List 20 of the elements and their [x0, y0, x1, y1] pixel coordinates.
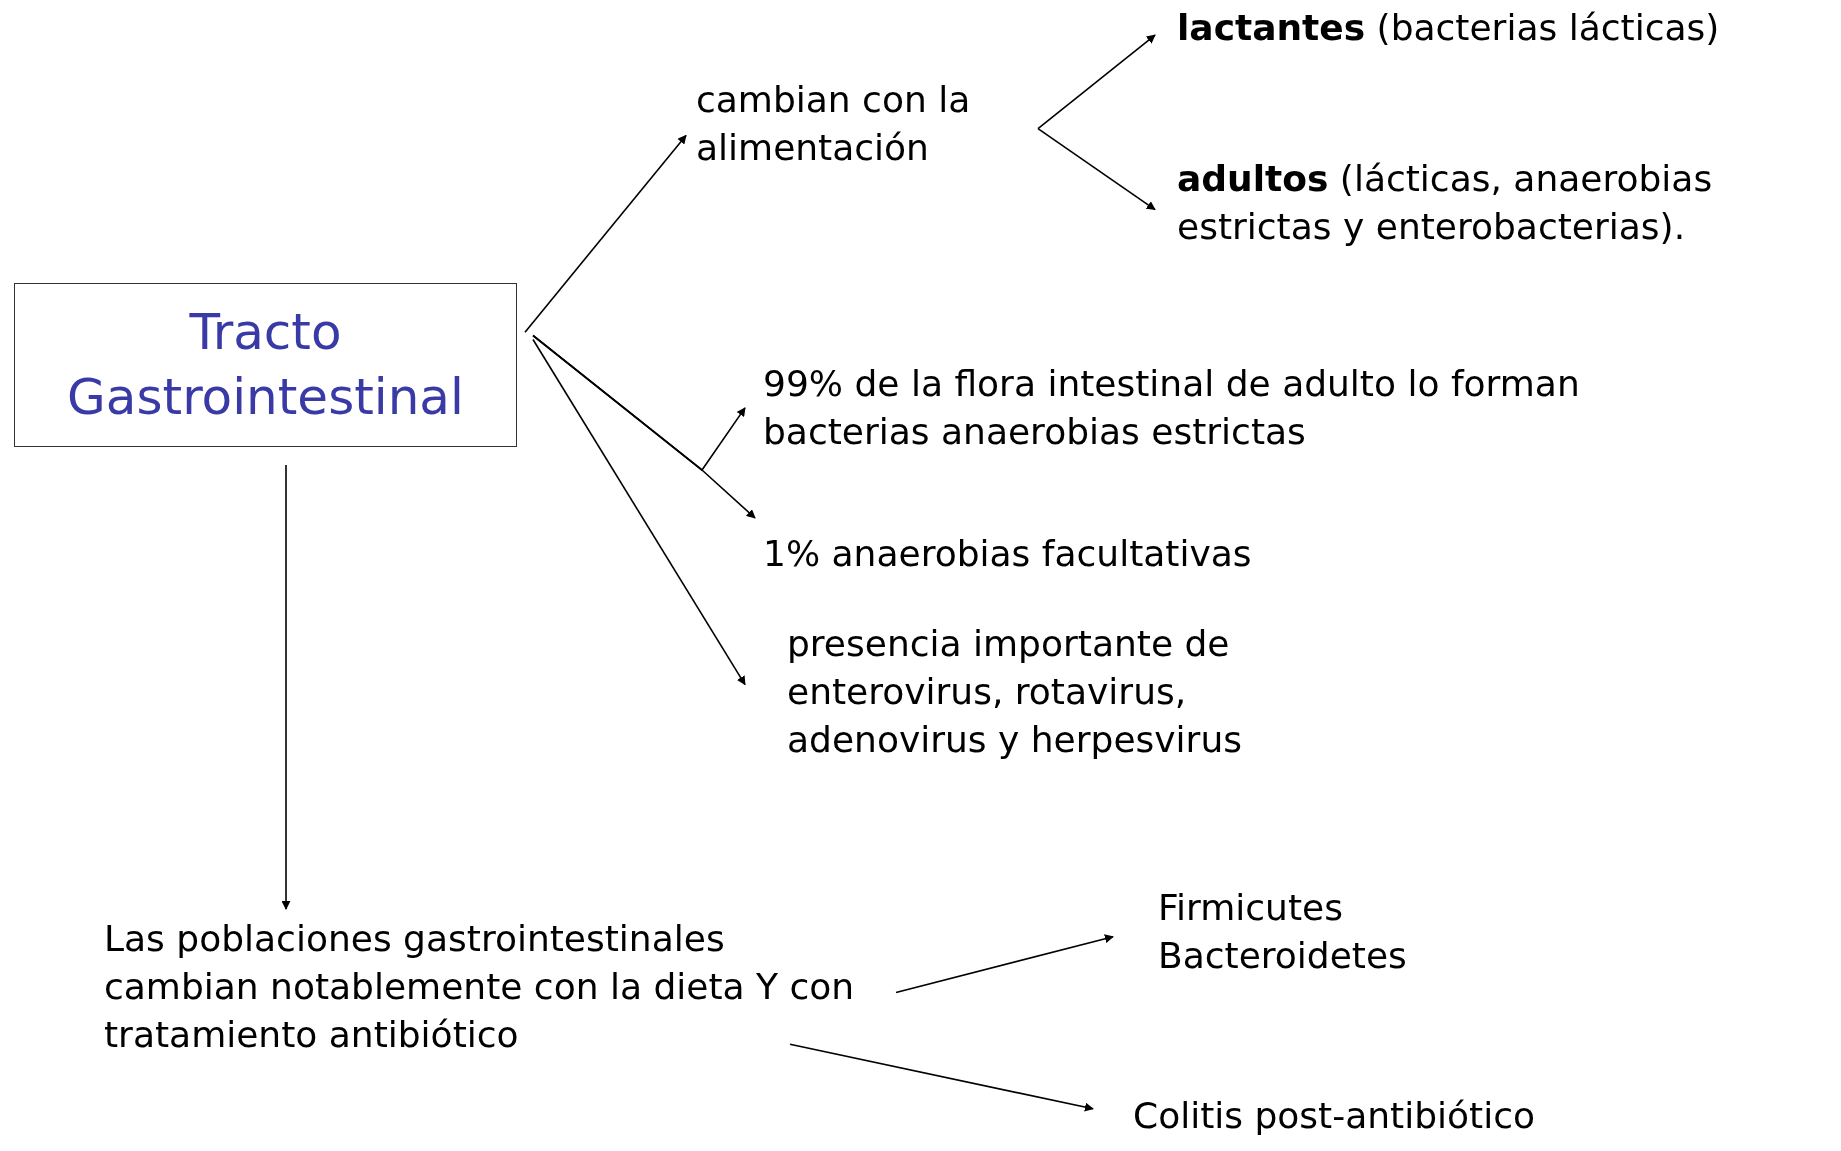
concept-text: Colitis post-antibiótico: [1133, 1094, 1537, 1138]
arrow: [532, 334, 756, 519]
concept-text: 99% de la flora intestinal de adulto lo forman bacterias anaerobias estrictas: [763, 362, 1581, 454]
concept-text: lactantes (bacterias lácticas): [1177, 6, 1721, 50]
arrow: [789, 1043, 1094, 1112]
topic-box: [14, 283, 517, 447]
concept-text: presencia importante de enterovirus, rotavirus, adenovirus y herpesvirus: [787, 622, 1243, 762]
concept-text: Las poblaciones gastrointestinales cambian notablemente con la dieta Y con tratamiento antibiótico: [104, 917, 856, 1057]
arrow: [524, 134, 687, 333]
topic-title: Tracto Gastrointestinal: [66, 302, 465, 428]
concept-text: Bacteroidetes: [1158, 933, 1408, 978]
arrow: [281, 464, 291, 910]
arrow: [895, 934, 1114, 994]
arrow: [1037, 34, 1156, 130]
concept-text: cambian con la alimentación: [696, 78, 972, 170]
concept-text: 1% anaerobias facultativas: [763, 532, 1253, 576]
arrow: [532, 338, 746, 686]
arrow: [1037, 127, 1156, 211]
concept-text: adultos (lácticas, anaerobias estrictas y enterobacterias).: [1177, 157, 1714, 249]
concept-text: Firmicutes: [1158, 886, 1344, 930]
